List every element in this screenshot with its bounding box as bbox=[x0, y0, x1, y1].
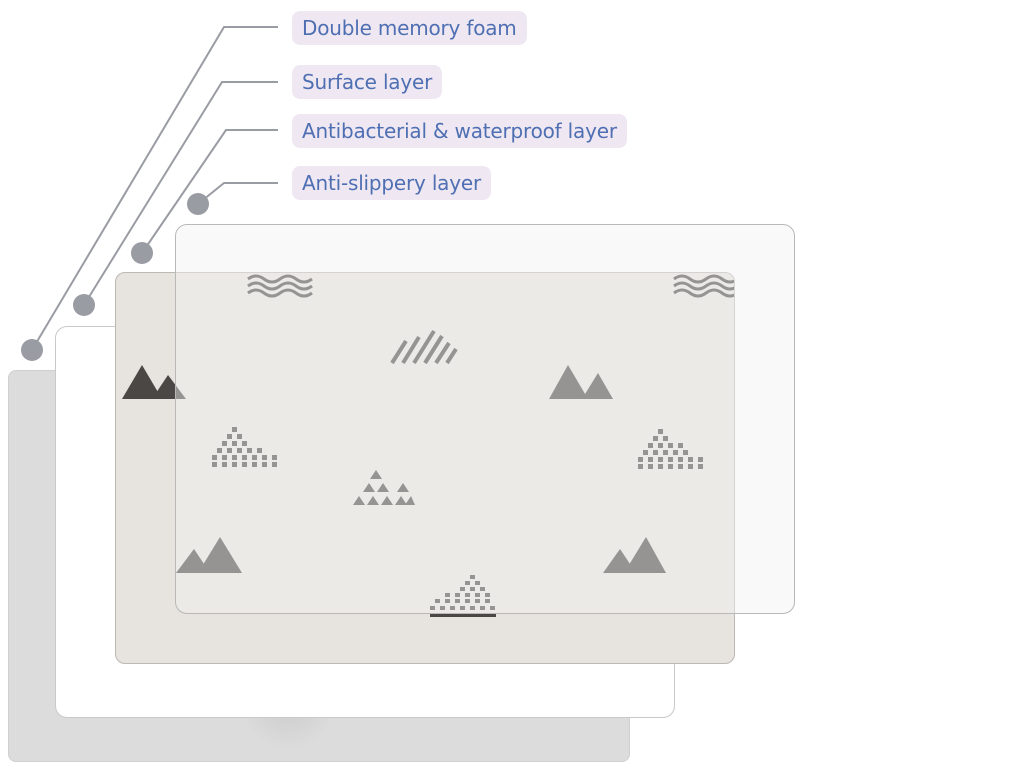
label-anti-slippery-layer: Anti-slippery layer bbox=[292, 166, 491, 200]
label-surface-layer: Surface layer bbox=[292, 65, 443, 99]
antibacterial-leader-line bbox=[141, 129, 278, 254]
surface-leader-line bbox=[83, 81, 278, 306]
antibacterial-waterproof-layer bbox=[115, 272, 735, 664]
antibacterial-marker-dot bbox=[131, 242, 153, 264]
triangle-cluster-icon bbox=[353, 470, 415, 505]
mountain-pattern bbox=[122, 274, 734, 617]
memory-foam-marker-dot bbox=[21, 339, 43, 361]
striped-mountain-icon bbox=[390, 329, 458, 365]
surface-marker-dot bbox=[73, 294, 95, 316]
anti-slippery-layer bbox=[175, 224, 795, 614]
anti-slip-leader-line bbox=[197, 182, 278, 205]
wave-pattern-icon bbox=[247, 274, 734, 298]
solid-mountain-icon bbox=[122, 365, 666, 573]
memory-foam-leader-line bbox=[31, 26, 278, 351]
label-antibacterial-waterproof-layer: Antibacterial & waterproof layer bbox=[292, 114, 627, 148]
label-double-memory-foam: Double memory foam bbox=[292, 11, 527, 45]
checkered-mountain-icon bbox=[212, 427, 703, 617]
anti-slip-marker-dot bbox=[187, 193, 209, 215]
